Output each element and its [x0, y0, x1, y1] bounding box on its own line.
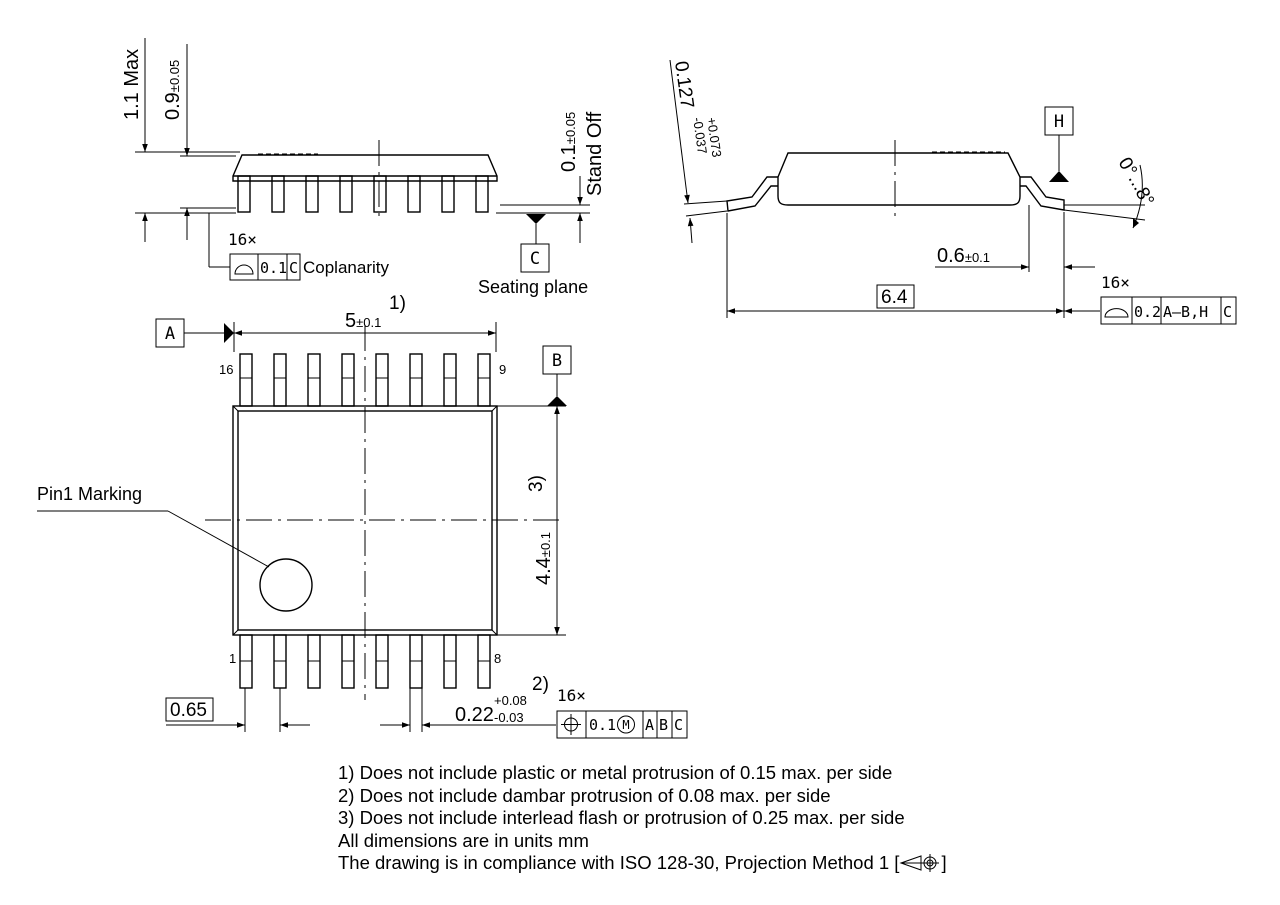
seating-datum-box — [520, 243, 550, 273]
dim-body-height: 0.9±0.05 — [162, 60, 184, 120]
dim-height-max: 1.1 Max — [121, 49, 143, 120]
position-modifier: M — [622, 718, 629, 732]
coplanarity-frame — [229, 253, 301, 281]
note-3: 3) Does not include interlead flash or p… — [338, 807, 905, 828]
coplanarity-value: 0.1 — [260, 259, 287, 277]
pin-16-label: 16 — [219, 362, 233, 377]
seating-datum-triangle — [526, 214, 546, 224]
dim-lead-width-tol-minus: -0.03 — [494, 710, 524, 725]
profile-surface-icon — [1104, 308, 1129, 318]
datum-b-letter: B — [552, 351, 562, 371]
top-leads-lower — [239, 634, 491, 689]
dim-body-length-note: 1) — [389, 293, 406, 314]
flatness-icon — [234, 264, 254, 275]
profile-value: 0.2 — [1134, 303, 1161, 321]
dim-lead-width-note: 2) — [532, 674, 549, 695]
position-datum-a: A — [645, 716, 654, 734]
dim-body-width: 4.4±0.1 — [533, 532, 555, 585]
pin1-marking-circle — [259, 558, 313, 612]
profile-count: 16× — [1101, 273, 1130, 292]
pin1-marking-label: Pin1 Marking — [37, 484, 142, 504]
dim-lead-thickness-tol-plus: +0.073 — [704, 116, 724, 158]
profile-datum-2: C — [1223, 303, 1232, 321]
end-view: H 0.127 +0.073 -0.037 0° ... 8° 0.6±0.1 … — [669, 60, 1237, 325]
note-2: 2) Does not include dambar protrusion of… — [338, 784, 831, 806]
datum-h-triangle — [1049, 171, 1069, 182]
end-lead-left — [726, 176, 778, 212]
seating-datum-letter: C — [530, 249, 540, 269]
position-value: 0.1 — [589, 716, 616, 734]
projection-method-icon — [899, 854, 940, 872]
datum-b-triangle — [547, 396, 567, 406]
dim-lead-thickness: 0.127 — [670, 60, 697, 110]
drawing-notes: 1) Does not include plastic or metal pro… — [338, 762, 947, 875]
dim-standoff: 0.1±0.05 — [558, 112, 580, 172]
standoff-label: Stand Off — [584, 111, 606, 196]
coplanarity-label: Coplanarity — [303, 258, 389, 277]
top-view: Pin1 Marking 16 9 1 8 A — [37, 293, 688, 739]
end-body-outline — [777, 152, 1021, 206]
dim-lead-length: 0.6±0.1 — [937, 245, 990, 267]
position-datum-b: B — [659, 716, 668, 734]
datum-a-letter: A — [165, 324, 175, 344]
note-1: 1) Does not include plastic or metal pro… — [338, 762, 893, 783]
pin-1-label: 1 — [229, 651, 236, 666]
note-projection-text: The drawing is in compliance with ISO 12… — [338, 852, 900, 873]
pin-8-label: 8 — [494, 651, 501, 666]
seating-plane-label: Seating plane — [478, 277, 588, 297]
overall-width-box — [876, 284, 915, 309]
dim-lead-thickness-tol-minus: -0.037 — [690, 116, 710, 155]
dim-lead-width: 0.22 — [455, 704, 494, 726]
dim-body-width-note: 3) — [526, 475, 547, 492]
position-count: 16× — [557, 686, 586, 705]
dim-overall-width: 6.4 — [881, 287, 908, 308]
pin-9-label: 9 — [499, 362, 506, 377]
profile-frame — [1100, 296, 1237, 325]
coplanarity-datum: C — [289, 259, 298, 277]
note-units: All dimensions are in units mm — [338, 829, 589, 851]
mmc-modifier-icon — [617, 715, 635, 734]
datum-a-triangle — [224, 323, 234, 343]
position-icon — [561, 714, 581, 735]
note-projection-close: ] — [941, 852, 947, 873]
profile-datum-1: A–B,H — [1163, 303, 1208, 321]
dim-body-length: 5±0.1 — [345, 310, 381, 332]
datum-h-letter: H — [1054, 112, 1064, 132]
dim-pitch: 0.65 — [170, 700, 207, 721]
coplanarity-count: 16× — [228, 230, 257, 249]
position-datum-c: C — [674, 716, 683, 734]
pitch-box — [165, 697, 214, 722]
side-view: 1.1 Max 0.9±0.05 0.1±0.05 Stand Off C Se… — [121, 38, 606, 297]
position-frame — [556, 710, 688, 739]
top-leads-upper — [239, 353, 491, 407]
side-leads — [237, 175, 489, 213]
note-projection: The drawing is in compliance with ISO 12… — [338, 852, 947, 875]
dim-lead-width-tol-plus: +0.08 — [494, 693, 527, 708]
